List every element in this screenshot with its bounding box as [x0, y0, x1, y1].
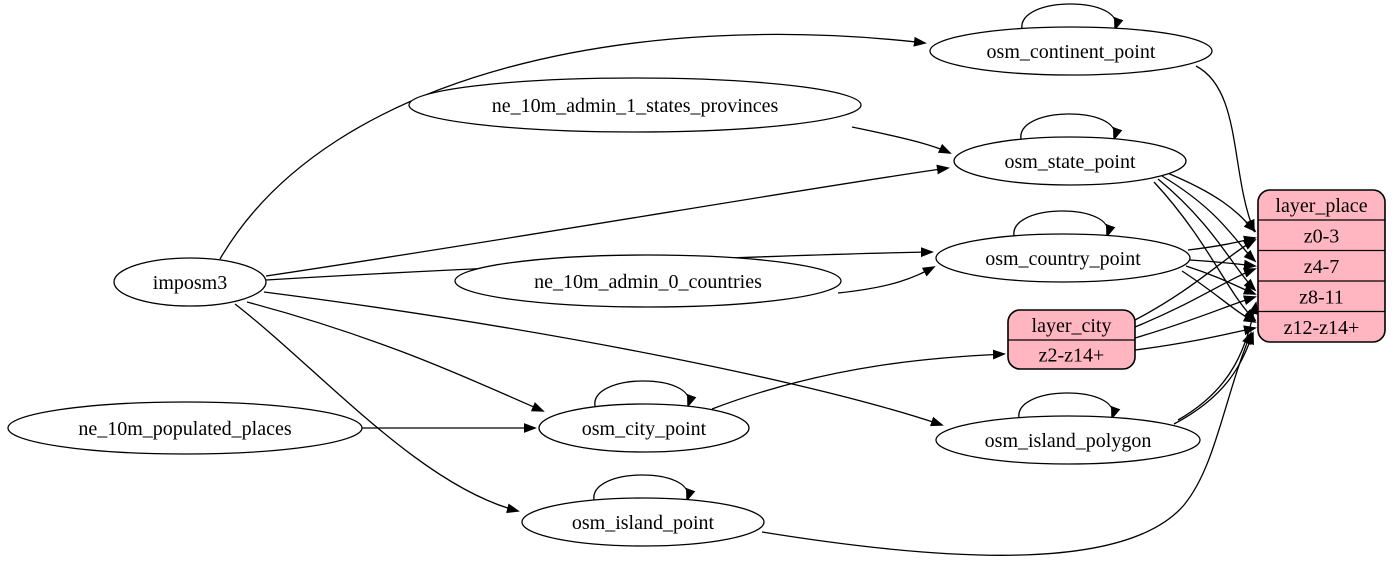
node-ne_10m_populated_places: ne_10m_populated_places	[7, 401, 363, 455]
node-ne_10m_admin_1_states_provinces-shape	[408, 77, 862, 133]
node-osm_country_point-label: osm_country_point	[985, 248, 1141, 270]
node-osm_state_point: osm_state_point	[953, 136, 1187, 186]
edge-osm_state_point-to-layer_place:z8-11	[1157, 178, 1257, 292]
edge-layer_city-to-layer_place:z0-3	[1134, 239, 1257, 321]
node-imposm3-label: imposm3	[153, 272, 227, 294]
edges-layer	[219, 3, 1259, 556]
node-osm_state_point-label: osm_state_point	[1004, 151, 1136, 173]
node-layer_place-row-z0-3: z0-3	[1304, 225, 1340, 247]
node-layer_place-title: layer_place	[1275, 195, 1367, 217]
node-osm_island_polygon: osm_island_polygon	[935, 415, 1201, 465]
edge-layer_city-to-layer_place:z12-z14+	[1134, 325, 1257, 351]
node-osm_state_point-shape	[953, 136, 1187, 186]
node-ne_10m_admin_0_countries-shape	[454, 254, 842, 308]
node-osm_country_point-shape	[935, 233, 1191, 283]
node-osm_city_point-shape	[538, 403, 750, 453]
edge-osm_state_point-to-osm_state_point	[1020, 113, 1123, 144]
edge-osm_island_polygon-to-layer_place:z12-z14+	[1173, 331, 1254, 425]
edge-osm_city_point-to-osm_city_point	[594, 380, 697, 411]
node-layer_city-row-z2-z14+: z2-z14+	[1039, 345, 1105, 367]
edge-osm_island_polygon-to-osm_island_polygon	[1018, 392, 1121, 423]
edge-imposm3-to-osm_state_point	[265, 164, 950, 277]
node-osm_continent_point-shape	[929, 26, 1213, 76]
edge-osm_state_point-to-layer_place:z0-3	[1164, 171, 1257, 233]
edge-imposm3-to-osm_island_polygon	[263, 291, 944, 427]
node-osm_island_polygon-shape	[935, 415, 1201, 465]
edge-layer_city-to-layer_place:z8-11	[1134, 295, 1257, 339]
node-ne_10m_admin_1_states_provinces-label: ne_10m_admin_1_states_provinces	[492, 95, 779, 117]
node-osm_island_polygon-label: osm_island_polygon	[985, 430, 1152, 452]
node-ne_10m_populated_places-shape	[7, 401, 363, 455]
edge-osm_state_point-to-layer_place:z12-z14+	[1153, 181, 1257, 322]
edge-osm_country_point-to-layer_place:z0-3	[1187, 235, 1257, 251]
edge-ne_10m_admin_0_countries-to-osm_country_point	[837, 266, 936, 294]
edge-osm_island_point-to-layer_place:z12-z14+	[761, 331, 1252, 556]
node-ne_10m_admin_1_states_provinces: ne_10m_admin_1_states_provinces	[408, 77, 862, 133]
edge-imposm3-to-osm_city_point	[246, 301, 545, 412]
node-osm_city_point: osm_city_point	[538, 403, 750, 453]
edge-osm_country_point-to-osm_country_point	[1013, 210, 1116, 241]
node-layer_place-row-z8-11: z8-11	[1299, 286, 1344, 308]
node-osm_island_point-label: osm_island_point	[572, 512, 715, 534]
node-imposm3: imposm3	[113, 257, 267, 307]
node-osm_island_point: osm_island_point	[521, 497, 765, 547]
node-ne_10m_populated_places-label: ne_10m_populated_places	[78, 418, 291, 440]
edge-imposm3-to-osm_continent_point	[219, 33, 927, 260]
edge-osm_country_point-to-layer_place:z4-7	[1189, 259, 1257, 270]
edge-ne_10m_admin_1_states_provinces-to-osm_state_point	[851, 126, 952, 154]
node-layer_city-title: layer_city	[1032, 315, 1112, 337]
node-osm_city_point-label: osm_city_point	[582, 418, 707, 440]
edge-osm_country_point-to-layer_place:z12-z14+	[1181, 270, 1257, 323]
node-layer_place: layer_place z0-3 z4-7 z8-11 z12-z14+	[1257, 189, 1386, 343]
node-osm_island_point-shape	[521, 497, 765, 547]
node-layer_city: layer_city z2-z14+	[1007, 309, 1136, 370]
nodes-layer: imposm3 ne_10m_admin_1_states_provincesne…	[7, 26, 1386, 547]
node-ne_10m_admin_0_countries-label: ne_10m_admin_0_countries	[534, 271, 762, 293]
node-osm_continent_point-label: osm_continent_point	[987, 41, 1156, 63]
edge-layer_city-to-layer_place:z4-7	[1134, 268, 1257, 328]
node-layer_place-shape	[1257, 189, 1386, 343]
node-imposm3-shape	[113, 257, 267, 307]
edge-imposm3-to-osm_island_point	[234, 303, 520, 514]
edge-osm_country_point-to-layer_place:z8-11	[1185, 265, 1257, 295]
edge-osm_island_point-to-osm_island_point	[593, 474, 696, 505]
edge-osm_island_polygon-to-layer_place:z8-11	[1177, 301, 1259, 421]
node-layer_place-row-z12-z14+: z12-z14+	[1284, 317, 1360, 339]
node-osm_continent_point: osm_continent_point	[929, 26, 1213, 76]
edge-osm_state_point-to-layer_place:z4-7	[1161, 175, 1257, 263]
edge-osm_continent_point-to-osm_continent_point	[1021, 3, 1124, 34]
edge-osm_continent_point-to-layer_place:z0-3	[1195, 65, 1255, 233]
edge-osm_city_point-to-layer_city:z2-z14+	[711, 349, 1006, 410]
node-osm_country_point: osm_country_point	[935, 233, 1191, 283]
node-ne_10m_admin_0_countries: ne_10m_admin_0_countries	[454, 254, 842, 308]
node-layer_place-row-z4-7: z4-7	[1304, 256, 1340, 278]
